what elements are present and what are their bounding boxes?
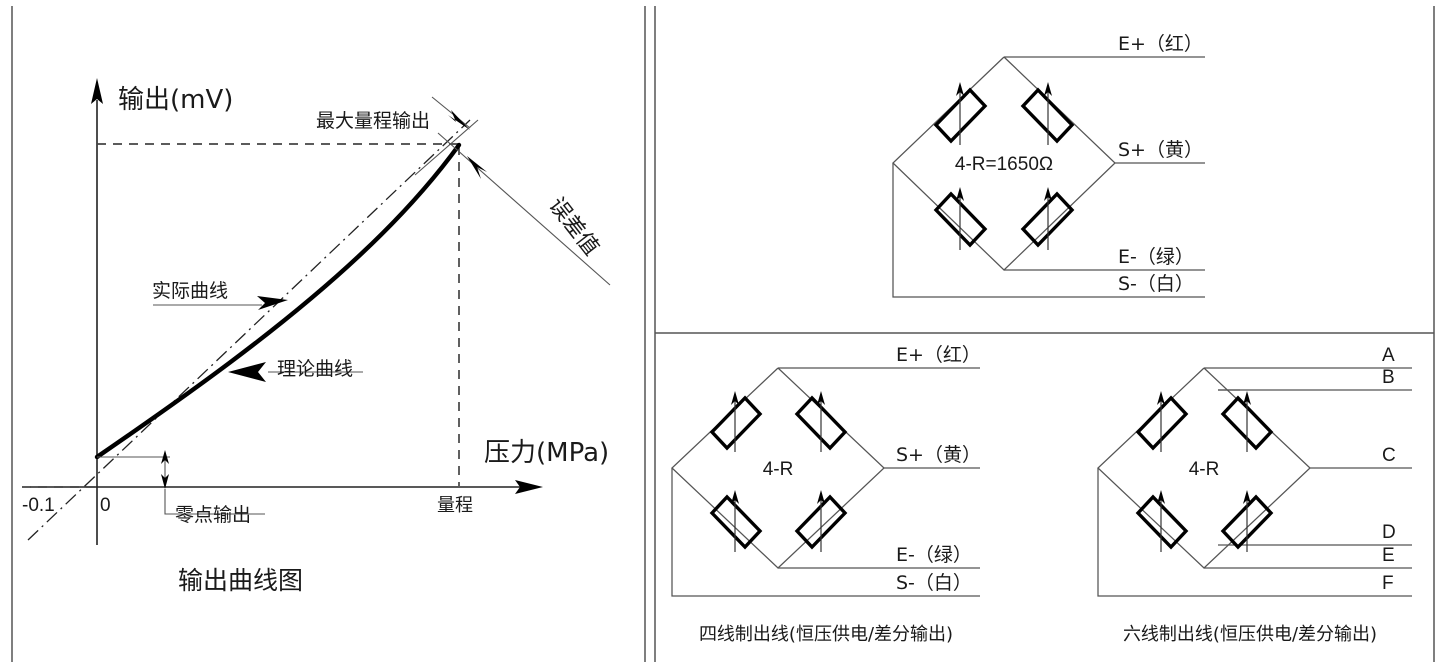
- bridge-label-tr: 4-R=1650Ω: [955, 154, 1053, 175]
- terminal-label-sn-bl: S-（白）: [896, 572, 972, 594]
- strain-gauge-tl-bl: [709, 391, 763, 452]
- terminal-label-ep-bl: E+（红）: [896, 344, 981, 366]
- error-value-arrowhead: [467, 156, 487, 179]
- zero-output-label: 零点输出: [175, 504, 251, 526]
- theory-curve-label: 理论曲线: [277, 358, 353, 380]
- theoretical-curve: [27, 119, 471, 541]
- terminal-label-sp-bl: S+（黄）: [896, 444, 981, 466]
- output-curve-chart: [22, 78, 611, 545]
- terminal-label-en-bl: E-（绿）: [896, 544, 972, 566]
- strain-gauge-tr-bl: [794, 391, 848, 452]
- span-tick-label: 量程: [437, 495, 473, 516]
- max-output-leader: [431, 96, 471, 129]
- max-output-arrowhead: [448, 110, 470, 130]
- x-axis-arrowhead: [515, 480, 543, 494]
- strain-gauge-br-tr: [1020, 187, 1075, 250]
- zero-output-arrow-down: [161, 474, 169, 489]
- y-axis-label: 输出(mV): [118, 85, 233, 115]
- strain-gauge-bl-tr: [933, 187, 988, 250]
- theory-curve-arrowhead: [228, 362, 266, 382]
- terminal-line-sn-bl: [671, 468, 980, 597]
- x-axis-label: 压力(MPa): [484, 438, 609, 468]
- terminal-label-sp-tr: S+（黄）: [1118, 139, 1203, 161]
- caption-six-wire: 六线制出线(恒压供电/差分输出): [1123, 624, 1377, 645]
- max-output-label: 最大量程输出: [316, 110, 430, 132]
- zero-output-leader: [164, 489, 265, 515]
- terminal-line-sn-tr: [892, 163, 1205, 298]
- strain-gauge-tl-tr: [933, 82, 988, 145]
- terminal-label-e: E: [1382, 545, 1395, 566]
- terminal-label-a: A: [1382, 345, 1395, 366]
- strain-gauge-tr-br: [1220, 391, 1274, 452]
- error-value-label: 误差值: [543, 193, 603, 260]
- y-axis-arrowhead: [91, 78, 103, 104]
- actual-curve-arrowhead: [257, 296, 288, 310]
- terminal-label-b: B: [1382, 367, 1395, 388]
- strain-gauge-br-br: [1220, 490, 1274, 552]
- terminal-line-f: [1097, 468, 1412, 597]
- strain-gauge-br-bl: [794, 490, 848, 552]
- strain-gauge-tl-br: [1135, 391, 1189, 452]
- terminal-label-c: C: [1382, 445, 1396, 466]
- bridge-bottom-left: [671, 367, 980, 597]
- strain-gauge-bl-br: [1135, 490, 1189, 552]
- bridge-top-right: [892, 56, 1205, 298]
- bridge-label-br: 4-R: [1189, 459, 1220, 480]
- terminal-label-ep-tr: E+（红）: [1118, 33, 1203, 55]
- strain-gauge-tr-tr: [1020, 82, 1075, 145]
- negative-tick-label: -0.1: [22, 495, 55, 516]
- origin-tick-label: 0: [100, 495, 111, 516]
- chart-title: 输出曲线图: [178, 566, 303, 595]
- zero-output-arrow-up: [161, 450, 169, 464]
- terminal-label-d: D: [1382, 522, 1396, 543]
- error-value-cross-tick: [414, 119, 479, 176]
- caption-four-wire: 四线制出线(恒压供电/差分输出): [699, 624, 953, 645]
- bridge-label-bl: 4-R: [763, 459, 794, 480]
- actual-curve: [94, 142, 462, 460]
- bridge-bottom-right: [1097, 367, 1412, 597]
- error-value-leader: [437, 132, 611, 286]
- terminal-label-f: F: [1382, 573, 1394, 594]
- strain-gauge-bl-bl: [709, 490, 763, 552]
- actual-curve-label: 实际曲线: [152, 280, 228, 302]
- terminal-label-en-tr: E-（绿）: [1118, 246, 1194, 268]
- terminal-label-sn-tr: S-（白）: [1118, 273, 1194, 295]
- panel-borders: [11, 6, 1435, 662]
